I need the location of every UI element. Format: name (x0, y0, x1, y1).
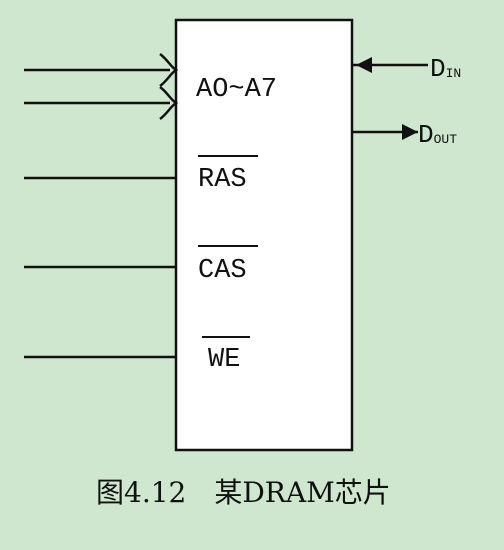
we-pin-label: WE (208, 345, 240, 375)
dout-label: DOUT (418, 120, 457, 150)
din-arrow-icon (356, 57, 372, 73)
cas-pin-label: CAS (198, 256, 247, 286)
figure-caption: 图4.12 某DRAM芯片 (96, 476, 391, 509)
address-bus-bracket-bottom (159, 86, 179, 120)
ras-pin-label: RAS (198, 165, 247, 195)
address-pins-label: AO~A7 (196, 75, 277, 105)
address-bus (24, 53, 179, 120)
dout-arrow-icon (402, 124, 418, 140)
address-bus-bracket-top (159, 53, 179, 87)
din-label: DIN (430, 54, 461, 84)
chip-body (174, 18, 354, 452)
